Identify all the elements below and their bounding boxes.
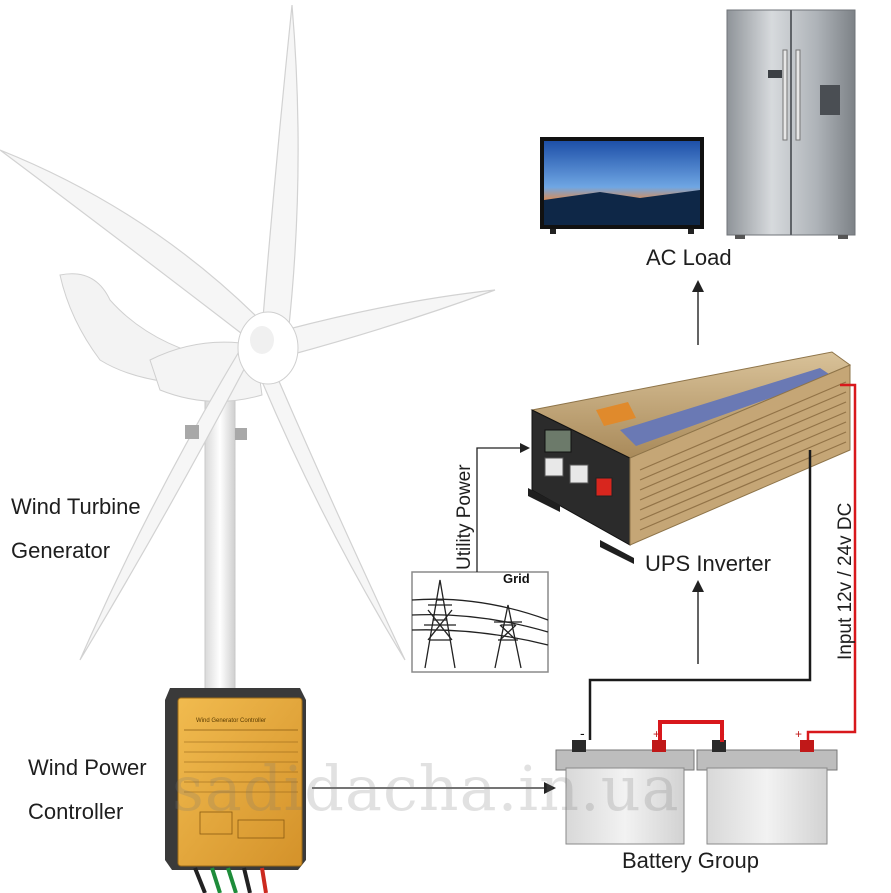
inverter-stripe <box>620 368 832 446</box>
utility-power-line <box>476 447 522 572</box>
svg-text:+: + <box>653 727 660 741</box>
grid-label: Grid <box>503 571 530 586</box>
utility-power-label: Utility Power <box>454 464 475 570</box>
turbine-pole <box>204 394 236 696</box>
turbine-blades <box>0 4 496 661</box>
wind-power-label-line2: Controller <box>28 799 124 824</box>
battery-jumper-wire <box>658 720 724 742</box>
arrow-to-battery <box>544 782 556 794</box>
wind-turbine-image <box>0 4 496 696</box>
battery-left <box>555 740 695 845</box>
refrigerator-image <box>726 9 856 239</box>
battery-right <box>696 740 838 845</box>
arrow-utility-to-inverter <box>520 443 530 453</box>
battery-group-image: - + - + <box>555 725 838 845</box>
battery-group-label: Battery Group <box>622 848 759 873</box>
tv-image <box>540 137 704 234</box>
wind-turbine-label-line1: Wind Turbine <box>11 494 141 519</box>
grid-power-image <box>411 571 549 673</box>
arrow-to-inverter <box>692 580 704 592</box>
wind-turbine-label-line2: Generator <box>11 538 111 563</box>
ups-inverter-image <box>528 351 852 564</box>
svg-text:-: - <box>580 725 585 741</box>
wind-power-controller-image <box>165 688 306 893</box>
positive-wire <box>806 383 857 740</box>
wind-power-label-line1: Wind Power <box>28 755 147 780</box>
arrow-to-ac-load <box>692 280 704 292</box>
ups-inverter-label: UPS Inverter <box>643 551 773 576</box>
connection-lines <box>312 292 857 789</box>
input-dc-label: Input 12v / 24v DC <box>835 502 856 660</box>
ac-load-label: AC Load <box>646 245 732 270</box>
controller-title: Wind Generator Controller <box>196 718 267 724</box>
svg-text:+: + <box>795 727 802 741</box>
negative-wire <box>588 450 812 740</box>
arrow-heads <box>520 280 704 794</box>
watermark: sadidacha.in.ua <box>172 752 680 825</box>
